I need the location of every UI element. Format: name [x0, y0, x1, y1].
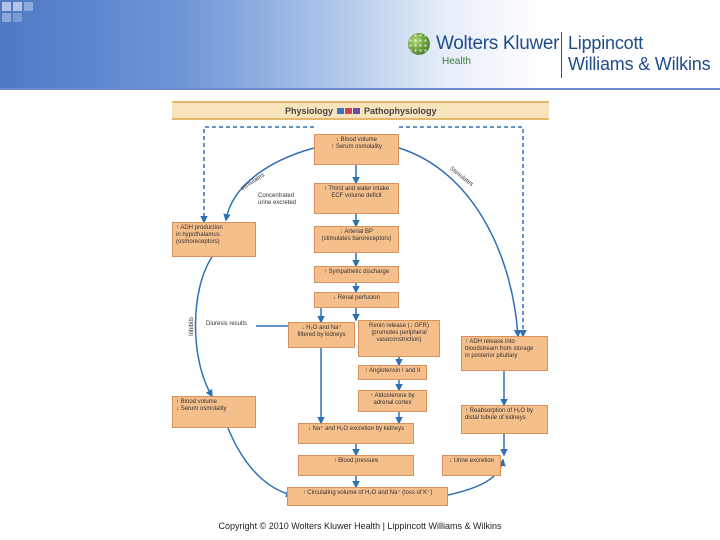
- box-aldosterone: ↑ Aldosterone by adrenal cortex: [358, 390, 427, 412]
- box-adh-production: ↑ ADH production in hypothalamus (osmore…: [172, 222, 256, 257]
- curve-stimulates-left: [223, 147, 315, 222]
- box-excretion: ↓ Na⁺ and H₂O excretion by kidneys: [298, 423, 414, 444]
- curve-return-left: [227, 427, 294, 498]
- dashed-connector-left: [200, 126, 314, 224]
- legend-bar: Physiology Pathophysiology: [172, 101, 549, 120]
- box-reabsorption: ↑ Reabsorption of H₂O by distal tubule o…: [461, 405, 548, 434]
- legend-physiology: Physiology: [285, 106, 334, 116]
- box-arterial-bp: ↓ Arterial BP (stimulates baroreceptors): [314, 226, 399, 253]
- box-blood-volume-increase: ↑ Blood volume ↓ Serum osmolality: [172, 396, 256, 428]
- dashed-connector-right: [399, 126, 527, 338]
- box-blood-pressure: ↑ Blood pressure: [298, 455, 414, 476]
- box-adh-release: ↑ ADH release into bloodstream from stor…: [461, 336, 548, 371]
- box-thirst: ↑ Thirst and water intake ECF volume def…: [314, 183, 399, 214]
- curve-return-right: [447, 458, 506, 496]
- legend-swatch-purple: [353, 108, 360, 114]
- legend-pathophysiology: Pathophysiology: [364, 106, 437, 116]
- label-diuresis: Diuresis results: [206, 321, 248, 327]
- legend-swatch-blue: [337, 108, 344, 114]
- box-renal-perfusion: ↓ Renal perfusion: [314, 292, 399, 308]
- box-blood-volume-decrease: ↓ Blood volume ↑ Serum osmolality: [314, 134, 399, 165]
- box-circulating: ↑ Circulating volume of H₂O and Na⁺ (los…: [287, 487, 448, 506]
- header-banner: [0, 0, 720, 88]
- box-filtered: ↓ H₂O and Na⁺ filtered by kidneys: [288, 322, 355, 348]
- copyright-footer: Copyright © 2010 Wolters Kluwer Health |…: [218, 521, 502, 531]
- lippincott-logo-text: Lippincott: [568, 33, 644, 53]
- globe-logo-icon: [408, 33, 430, 55]
- wolters-kluwer-logo-text: Wolters Kluwer: [436, 33, 560, 54]
- box-urine: ↓ Urine excretion: [442, 455, 501, 476]
- box-sympathetic: ↑ Sympathetic discharge: [314, 266, 399, 283]
- legend-swatch-red: [345, 108, 352, 114]
- health-logo-text: Health: [442, 56, 471, 67]
- logo-divider: [561, 32, 562, 78]
- curve-inhibits: [194, 256, 213, 398]
- label-inhibits: Inhibits: [189, 316, 195, 336]
- label-concentrated-urine: Concentrated urine excreted: [258, 193, 297, 206]
- header-divider: [0, 88, 720, 90]
- williams-wilkins-logo-text: Williams & Wilkins: [568, 54, 711, 74]
- box-renin: Renin release (↓ GFR) (promotes peripher…: [358, 320, 440, 357]
- curve-stimulates-right: [398, 147, 522, 338]
- box-angiotensin: ↑ Angiotensin I and II: [358, 365, 427, 380]
